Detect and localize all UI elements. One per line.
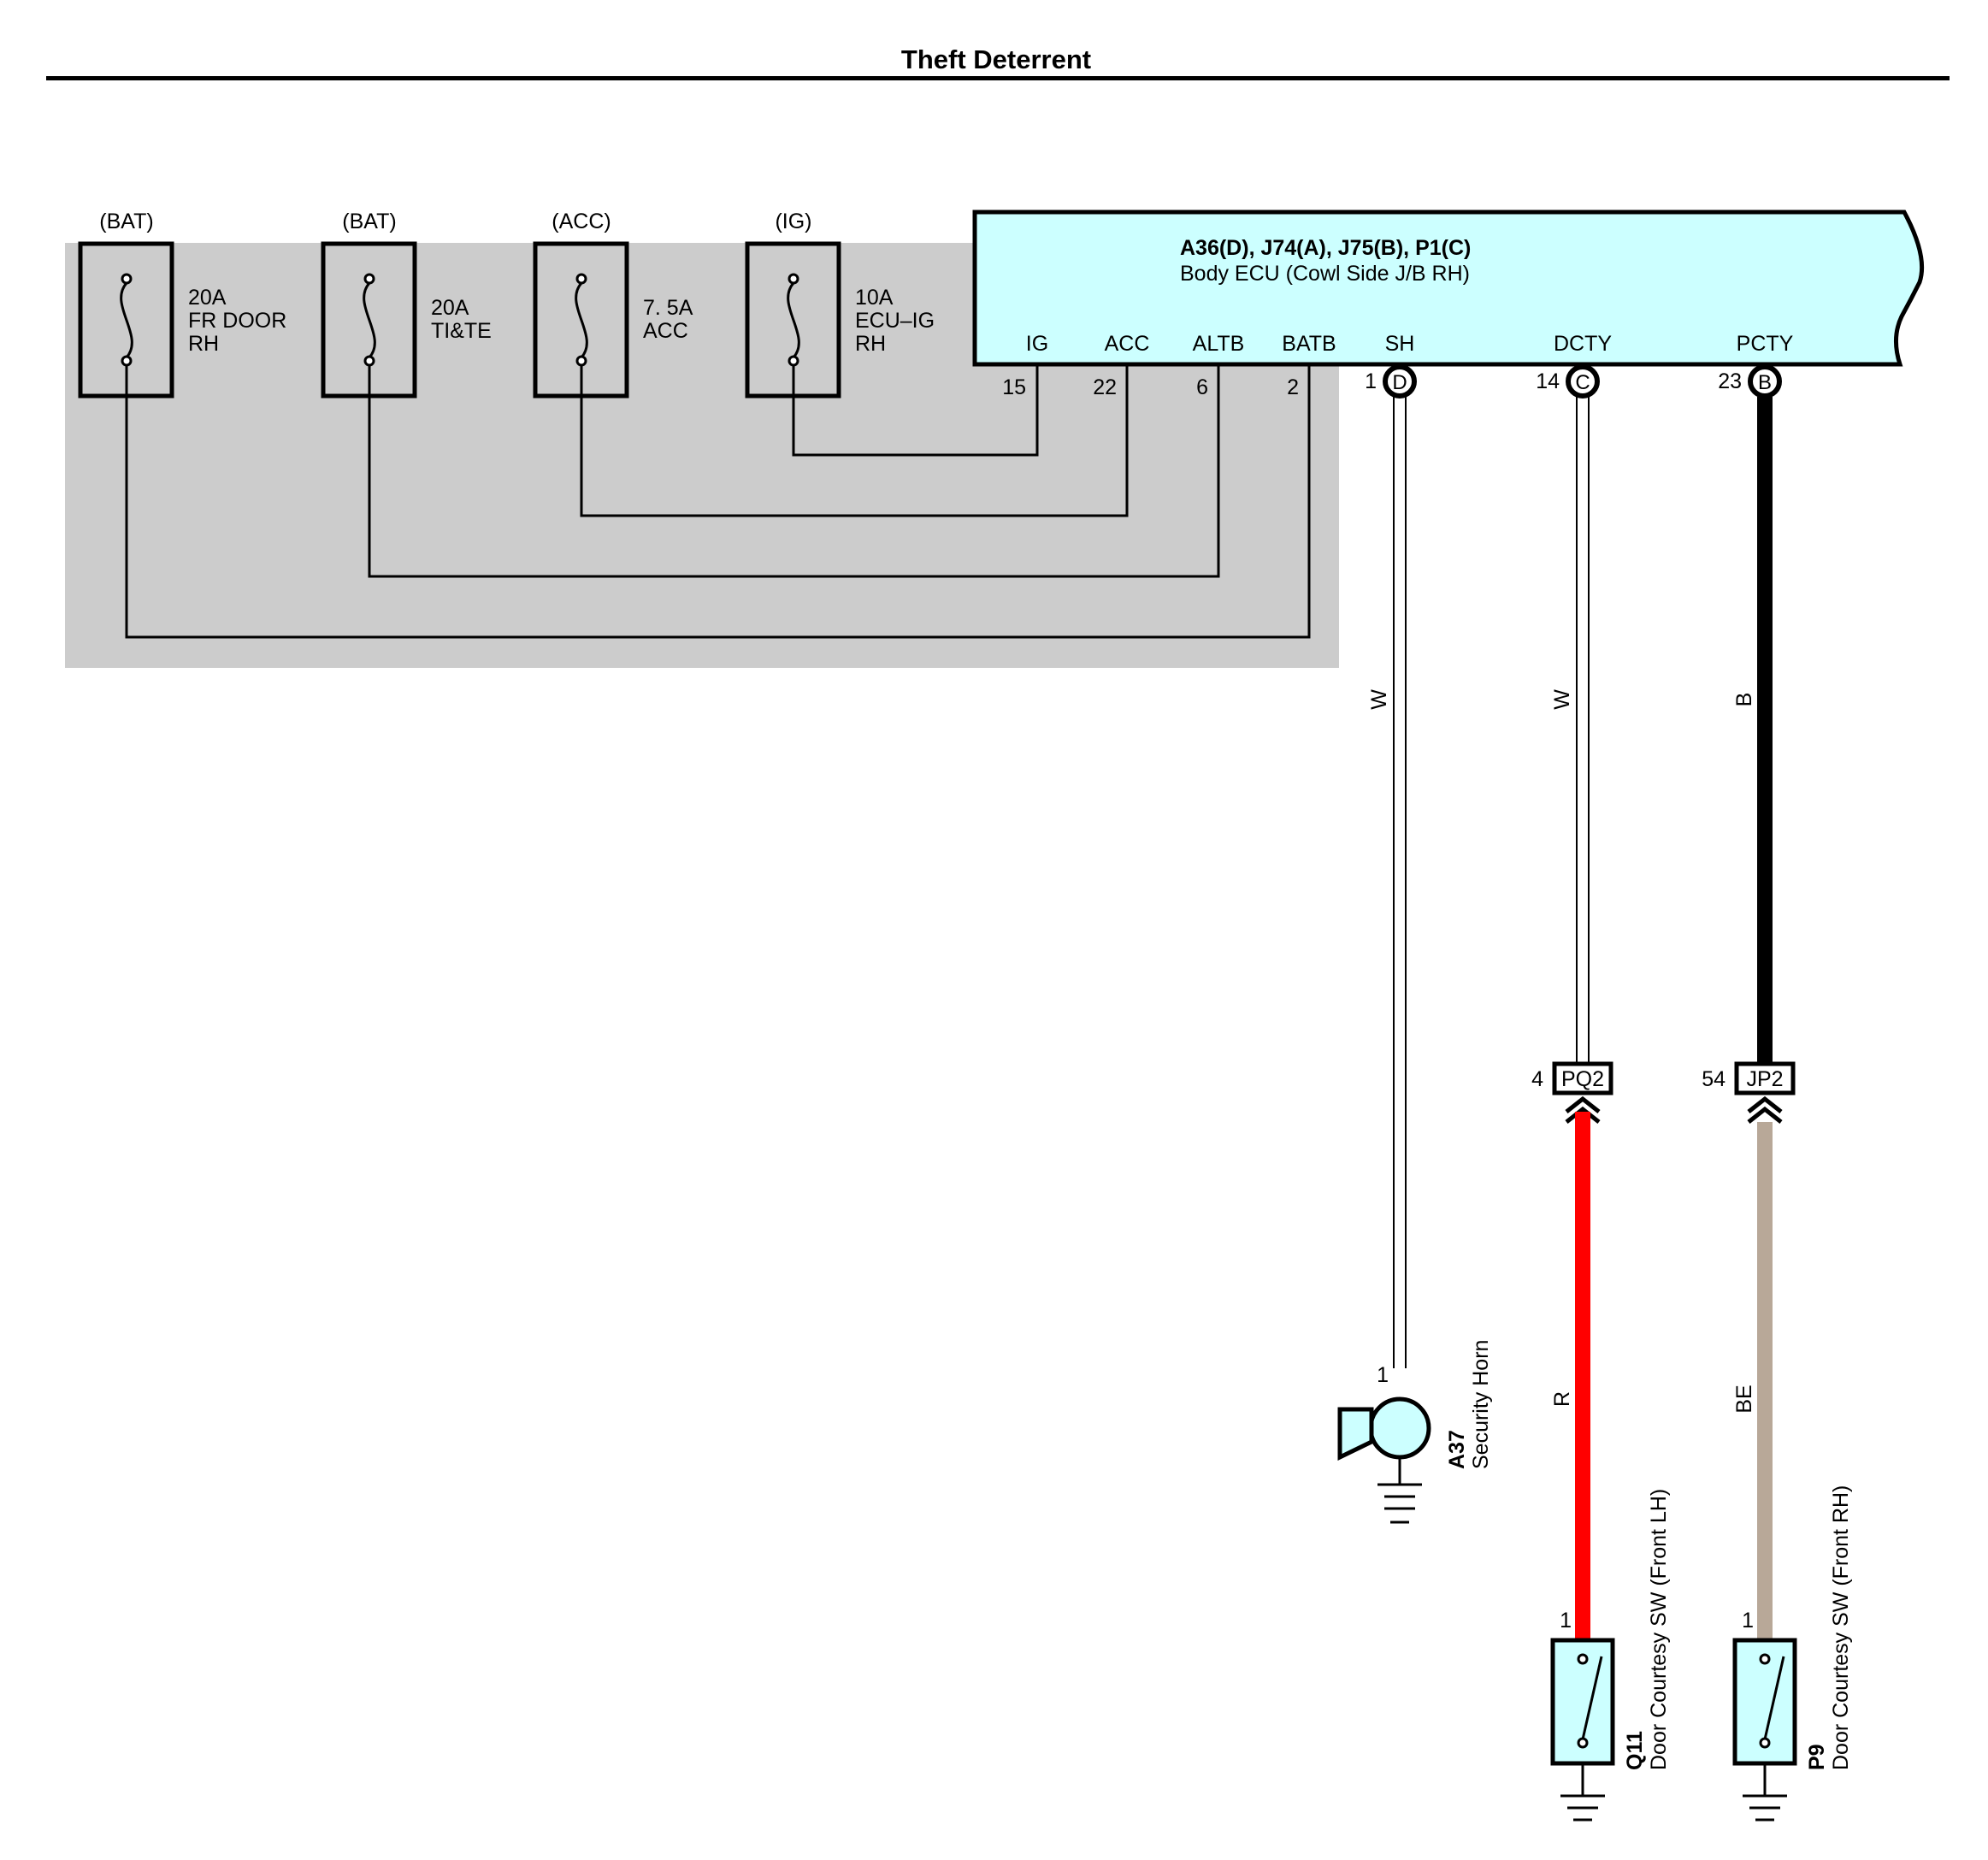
fuse-rating: 20A bbox=[431, 296, 469, 320]
pin-ig: 15 bbox=[1002, 375, 1026, 399]
fuse-source: (ACC) bbox=[552, 210, 611, 233]
title-rule bbox=[46, 76, 1950, 80]
pin-number: 23 bbox=[1718, 369, 1742, 393]
fuse-fr-door-rh: (BAT) 20A FR DOOR RH bbox=[78, 210, 286, 399]
connector-letter: D bbox=[1392, 371, 1407, 394]
switch-code: Q11 bbox=[1623, 1731, 1647, 1770]
terminal-pcty: PCTY bbox=[1737, 332, 1794, 356]
junction-name: PQ2 bbox=[1561, 1067, 1604, 1091]
connector-c-pin-14: 14 C bbox=[1536, 364, 1600, 399]
wire-color-dcty-lower: R bbox=[1550, 1391, 1574, 1407]
pin-acc: 22 bbox=[1093, 375, 1117, 399]
wire-dcty-red bbox=[1575, 1112, 1590, 1649]
switch-name: Door Courtesy SW (Front RH) bbox=[1829, 1485, 1853, 1770]
fuse-name: ECU–IG bbox=[855, 309, 935, 333]
switch-pin: 1 bbox=[1742, 1609, 1754, 1633]
pin-altb: 6 bbox=[1196, 375, 1208, 399]
connector-b-pin-23: 23 B bbox=[1718, 364, 1782, 399]
terminal-batb: BATB bbox=[1282, 332, 1336, 356]
fuse-source: (BAT) bbox=[342, 210, 396, 233]
page-title: Theft Deterrent bbox=[901, 44, 1091, 74]
ecu-name: Body ECU (Cowl Side J/B RH) bbox=[1180, 262, 1470, 286]
connector-d-pin-1: 1 D bbox=[1365, 364, 1417, 399]
junction-jp2: 54 JP2 bbox=[1702, 1061, 1796, 1124]
switch-icon bbox=[1763, 1656, 1785, 1740]
connector-chevron-icon bbox=[1747, 1095, 1783, 1113]
switch-icon bbox=[1581, 1656, 1603, 1740]
connector-letter: C bbox=[1575, 371, 1590, 394]
pin-batb: 2 bbox=[1287, 375, 1299, 399]
switch-pin: 1 bbox=[1560, 1609, 1572, 1633]
wire-acc bbox=[580, 365, 1129, 517]
terminal-acc: ACC bbox=[1105, 332, 1150, 356]
wire-ig bbox=[792, 365, 1039, 457]
wire-batb bbox=[125, 365, 1311, 639]
ecu-connectors: A36(D), J74(A), J75(B), P1(C) bbox=[1180, 236, 1471, 260]
terminal-ig: IG bbox=[1026, 332, 1048, 356]
terminal-dcty: DCTY bbox=[1554, 332, 1612, 356]
wire-color-dcty: W bbox=[1550, 689, 1574, 710]
wire-sh-white bbox=[1393, 397, 1407, 1368]
terminal-sh: SH bbox=[1385, 332, 1415, 356]
junction-name: JP2 bbox=[1746, 1067, 1783, 1091]
door-courtesy-sw-front-rh: 1 P9 Door Courtesy SW (Front RH) bbox=[1732, 1485, 1853, 1822]
wire-dcty-white bbox=[1576, 397, 1590, 1064]
junction-pin: 4 bbox=[1531, 1067, 1543, 1091]
fuse-name: TI&TE bbox=[431, 319, 492, 343]
fuse-rating: 7. 5A bbox=[643, 296, 693, 320]
connector-chevron-icon bbox=[1565, 1095, 1601, 1113]
fuse-name: FR DOOR bbox=[188, 309, 286, 333]
wire-altb bbox=[368, 365, 1220, 578]
horn-pin: 1 bbox=[1377, 1363, 1389, 1387]
switch-code: P9 bbox=[1805, 1744, 1829, 1770]
fuse-source: (IG) bbox=[775, 210, 811, 233]
connector-letter: B bbox=[1758, 371, 1772, 394]
junction-pin: 54 bbox=[1702, 1067, 1725, 1091]
pin-number: 1 bbox=[1365, 369, 1377, 393]
fuse-rating: 10A bbox=[855, 286, 894, 310]
fuse-rating: 20A bbox=[188, 286, 227, 310]
wire-color-pcty-lower: BE bbox=[1732, 1385, 1756, 1413]
switch-name: Door Courtesy SW (Front LH) bbox=[1647, 1489, 1671, 1770]
wire-pcty-black bbox=[1757, 397, 1773, 1064]
pin-number: 14 bbox=[1536, 369, 1560, 393]
fuse-name-line2: RH bbox=[855, 332, 886, 356]
terminal-altb: ALTB bbox=[1193, 332, 1245, 356]
fuse-name: ACC bbox=[643, 319, 688, 343]
junction-pq2: 4 PQ2 bbox=[1531, 1061, 1613, 1124]
wire-color-pcty: B bbox=[1732, 693, 1756, 707]
horn-icon bbox=[1337, 1407, 1374, 1461]
wire-pcty-beige bbox=[1757, 1122, 1773, 1649]
security-horn: 1 A37 Security Horn bbox=[1337, 1340, 1493, 1524]
wire-color-sh: W bbox=[1367, 689, 1391, 710]
body-ecu-box bbox=[972, 210, 1925, 367]
horn-name: Security Horn bbox=[1469, 1340, 1493, 1469]
horn-code: A37 bbox=[1445, 1430, 1469, 1469]
door-courtesy-sw-front-lh: 1 Q11 Door Courtesy SW (Front LH) bbox=[1550, 1489, 1671, 1822]
fuse-name-line2: RH bbox=[188, 332, 219, 356]
fuse-source: (BAT) bbox=[99, 210, 153, 233]
